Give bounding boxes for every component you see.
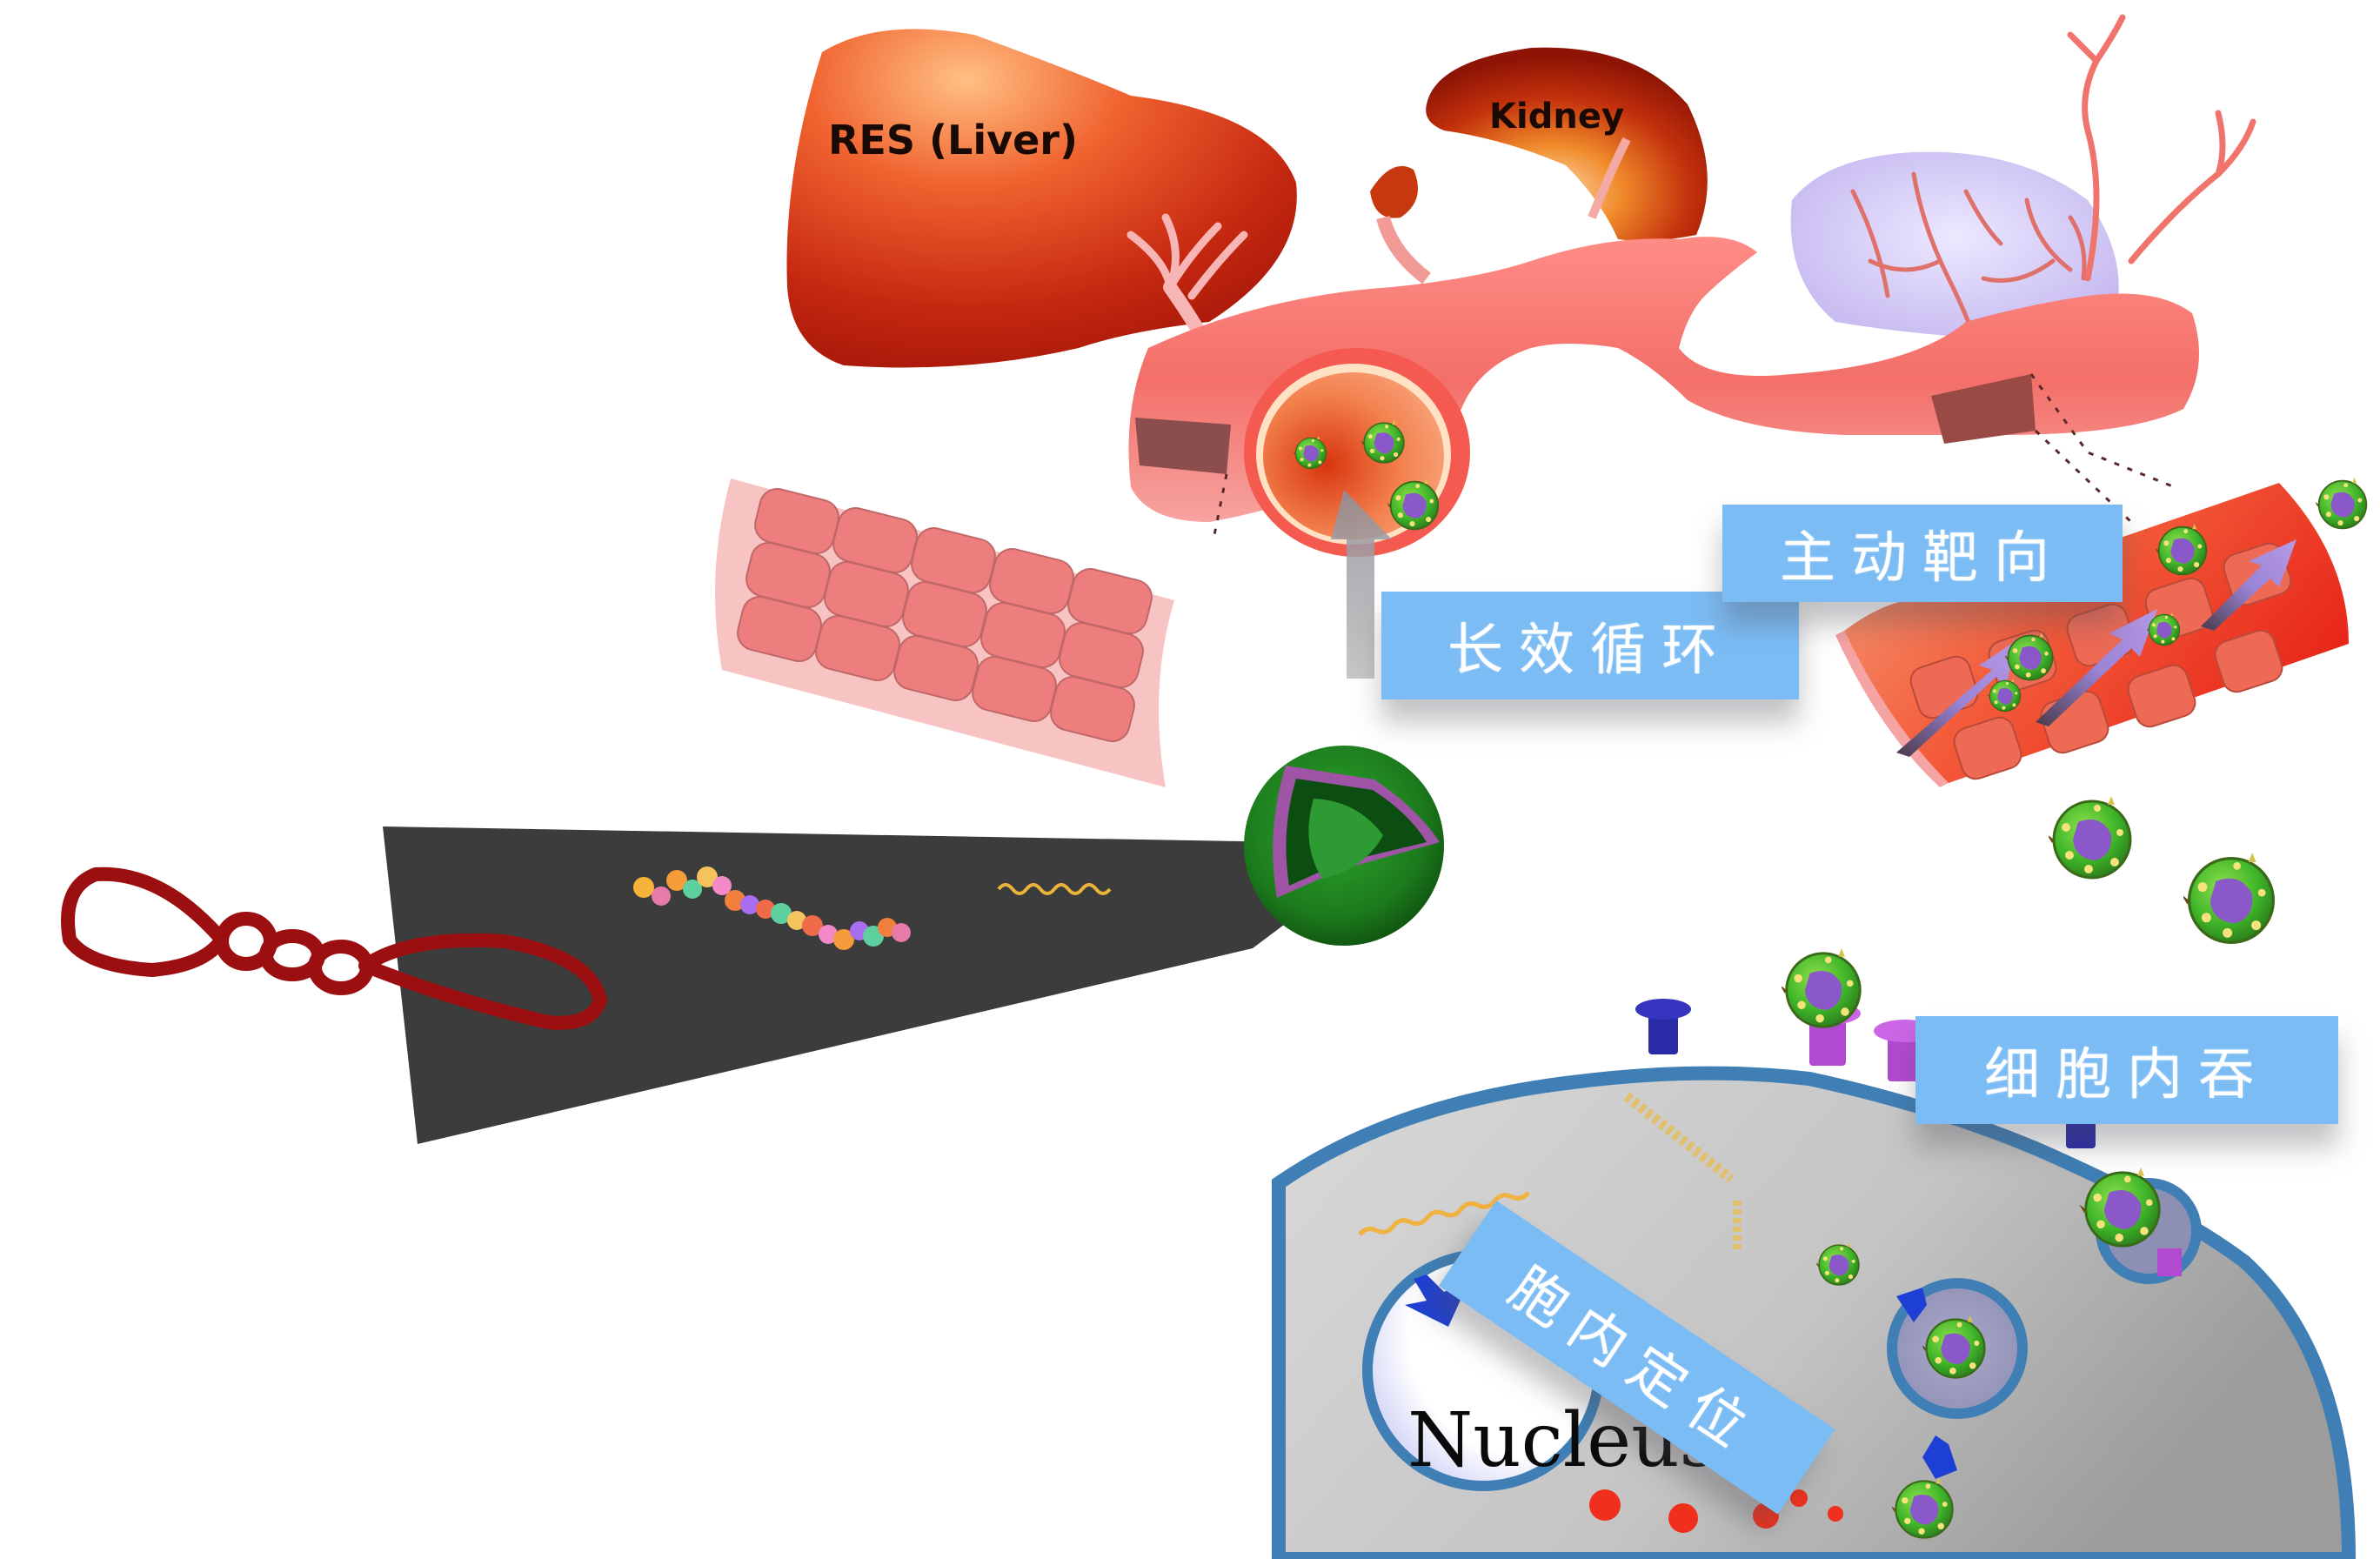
nanoparticle-bound: [1782, 948, 1862, 1028]
arrow-release-icon: [1922, 1435, 1957, 1479]
sirna-hairpin: [61, 866, 607, 1030]
kidney-label: Kidney: [1489, 97, 1624, 137]
dna-helix: [997, 883, 1112, 895]
vessel-cutaway: [1135, 418, 1231, 474]
target-tissue: [1835, 483, 2349, 787]
receptor: [1635, 999, 1691, 1054]
step-label-endocytosis: 细胞内吞: [1915, 1016, 2338, 1124]
dna-helix: [1357, 1191, 1531, 1236]
kidney-organ: Kidney: [1370, 47, 1708, 284]
peptide-chain: [633, 866, 911, 950]
brain-vessel-branches: [2067, 14, 2256, 282]
arrow-escape-icon: [1896, 1288, 1927, 1322]
liver-organ: RES (Liver): [786, 29, 1297, 372]
arrow-up-icon: [1331, 490, 1392, 679]
step-label-active-targeting: 主动靶向: [1722, 505, 2123, 602]
nanoparticle-cutaway: [1244, 746, 1444, 946]
brain-organ: [1790, 14, 2256, 342]
nanoparticle-free: [2316, 477, 2368, 530]
endothelial-tissue: [715, 478, 1174, 787]
vessel-cutaway: [1931, 374, 2036, 444]
targeting-arrows: [1896, 539, 2296, 757]
liver-label: RES (Liver): [828, 117, 1078, 164]
nanoparticle-free: [2049, 796, 2132, 880]
step-label-long-circulation: 长效循环: [1381, 592, 1799, 699]
peptide-strand: [1623, 1092, 1735, 1183]
zoom-cone: [383, 826, 1392, 1144]
nanoparticle-free: [2183, 853, 2276, 945]
